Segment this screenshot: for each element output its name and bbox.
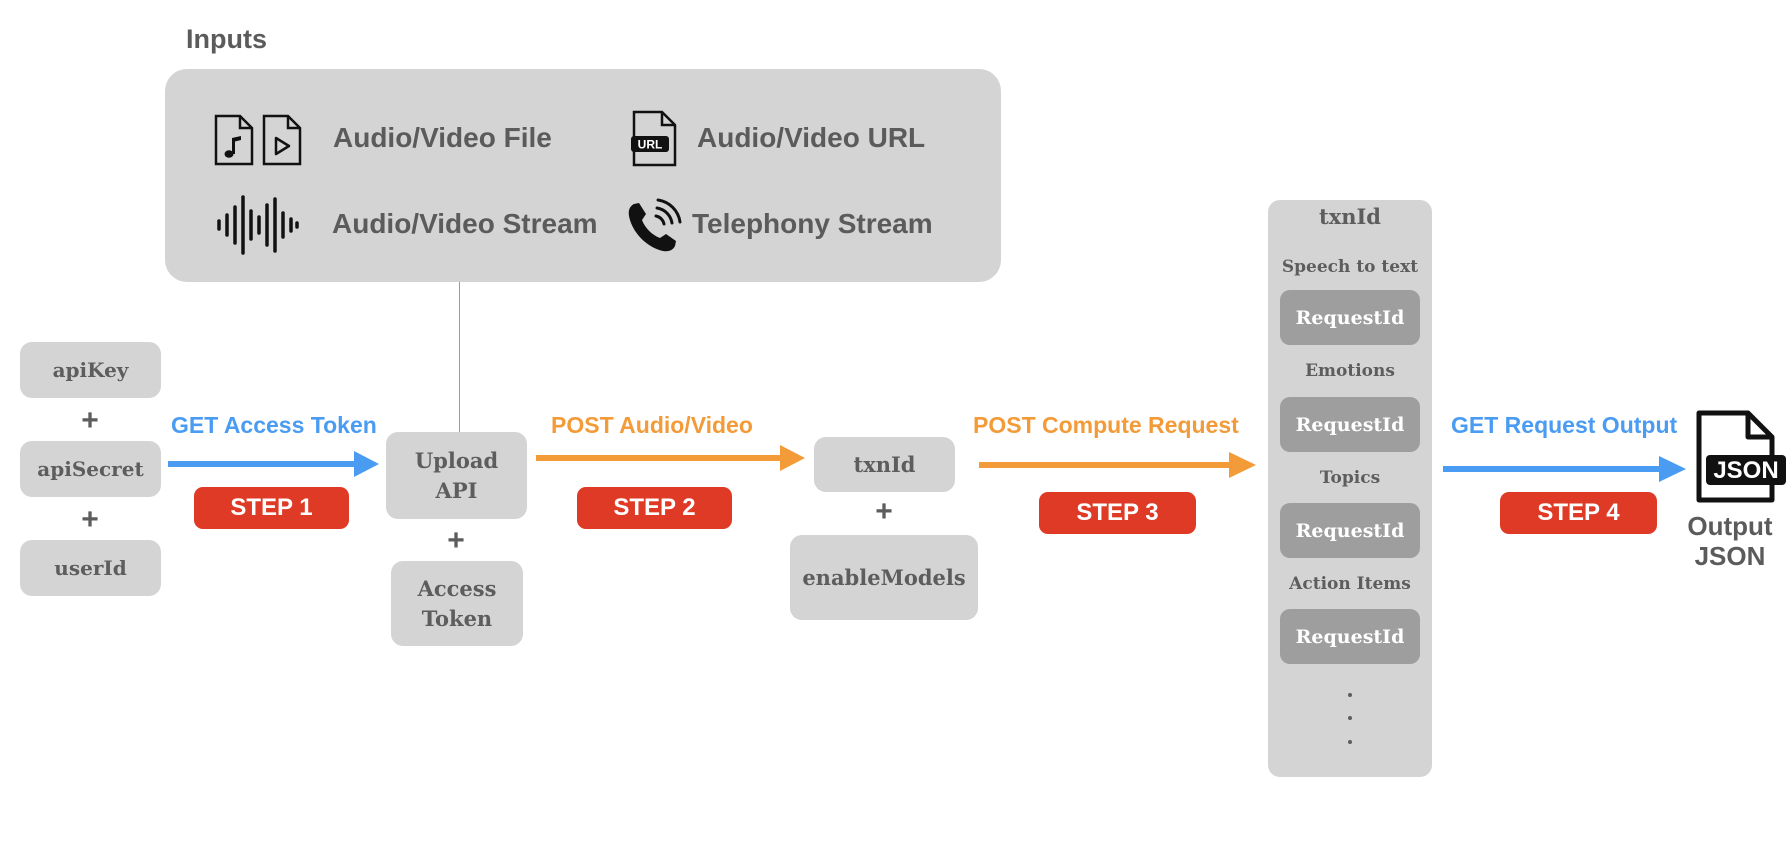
api-secret-box: apiSecret	[20, 441, 161, 497]
svg-text:JSON: JSON	[1713, 457, 1778, 484]
txn-panel-title: txnId	[1319, 204, 1381, 229]
step-1-badge: STEP 1	[194, 487, 349, 529]
access-token-box: Access Token	[391, 561, 523, 646]
model-name: Action Items	[1289, 574, 1411, 594]
json-file-icon: JSON	[1696, 410, 1786, 503]
ellipsis-dot	[1348, 740, 1352, 744]
step-3-arrow-label: POST Compute Request	[973, 412, 1239, 438]
plus-sign: +	[447, 524, 465, 557]
url-file-icon: URL	[631, 110, 677, 167]
step-1-arrow	[168, 451, 379, 477]
inputs-title: Inputs	[186, 24, 267, 54]
step-2-badge: STEP 2	[577, 487, 732, 529]
input-stream-label: Audio/Video Stream	[332, 208, 598, 239]
step-4-arrow-label: GET Request Output	[1451, 412, 1678, 438]
enable-models-box: enableModels	[790, 535, 978, 620]
svg-text:URL: URL	[638, 138, 663, 152]
input-file-label: Audio/Video File	[333, 122, 552, 153]
output-json-label: Output JSON	[1687, 511, 1773, 571]
video-file-icon	[262, 114, 302, 166]
ellipsis-dot	[1348, 693, 1352, 697]
upload-api-label: Upload API	[414, 447, 499, 503]
phone-call-icon	[628, 198, 682, 252]
step-2-arrow	[536, 445, 805, 471]
step-1-arrow-label: GET Access Token	[171, 412, 377, 438]
inputs-panel	[165, 69, 1001, 282]
upload-api-box: Upload API	[386, 432, 527, 519]
user-id-box: userId	[20, 540, 161, 596]
txn-panel	[1268, 200, 1432, 777]
input-url-label: Audio/Video URL	[697, 122, 926, 153]
step-2-arrow-label: POST Audio/Video	[551, 412, 753, 438]
model-name: Topics	[1319, 468, 1381, 488]
inputs-connector-line	[459, 282, 460, 434]
access-token-label: Access Token	[417, 575, 497, 631]
request-id-badge: RequestId	[1280, 609, 1420, 664]
request-id-badge: RequestId	[1280, 290, 1420, 345]
model-name: Emotions	[1305, 361, 1395, 381]
sound-wave-icon	[217, 195, 299, 255]
api-key-box: apiKey	[20, 342, 161, 398]
step-3-arrow	[979, 452, 1256, 478]
step-3-badge: STEP 3	[1039, 492, 1196, 534]
step-4-badge: STEP 4	[1500, 492, 1657, 534]
request-id-badge: RequestId	[1280, 503, 1420, 558]
ellipsis-dot	[1348, 716, 1352, 720]
plus-sign: +	[81, 404, 99, 437]
txn-id-box: txnId	[814, 437, 955, 492]
music-file-icon	[214, 114, 254, 166]
step-4-arrow	[1443, 456, 1686, 482]
input-telephony-label: Telephony Stream	[692, 208, 933, 239]
plus-sign: +	[875, 495, 893, 528]
request-id-badge: RequestId	[1280, 397, 1420, 452]
plus-sign: +	[81, 503, 99, 536]
model-name: Speech to text	[1281, 257, 1419, 277]
